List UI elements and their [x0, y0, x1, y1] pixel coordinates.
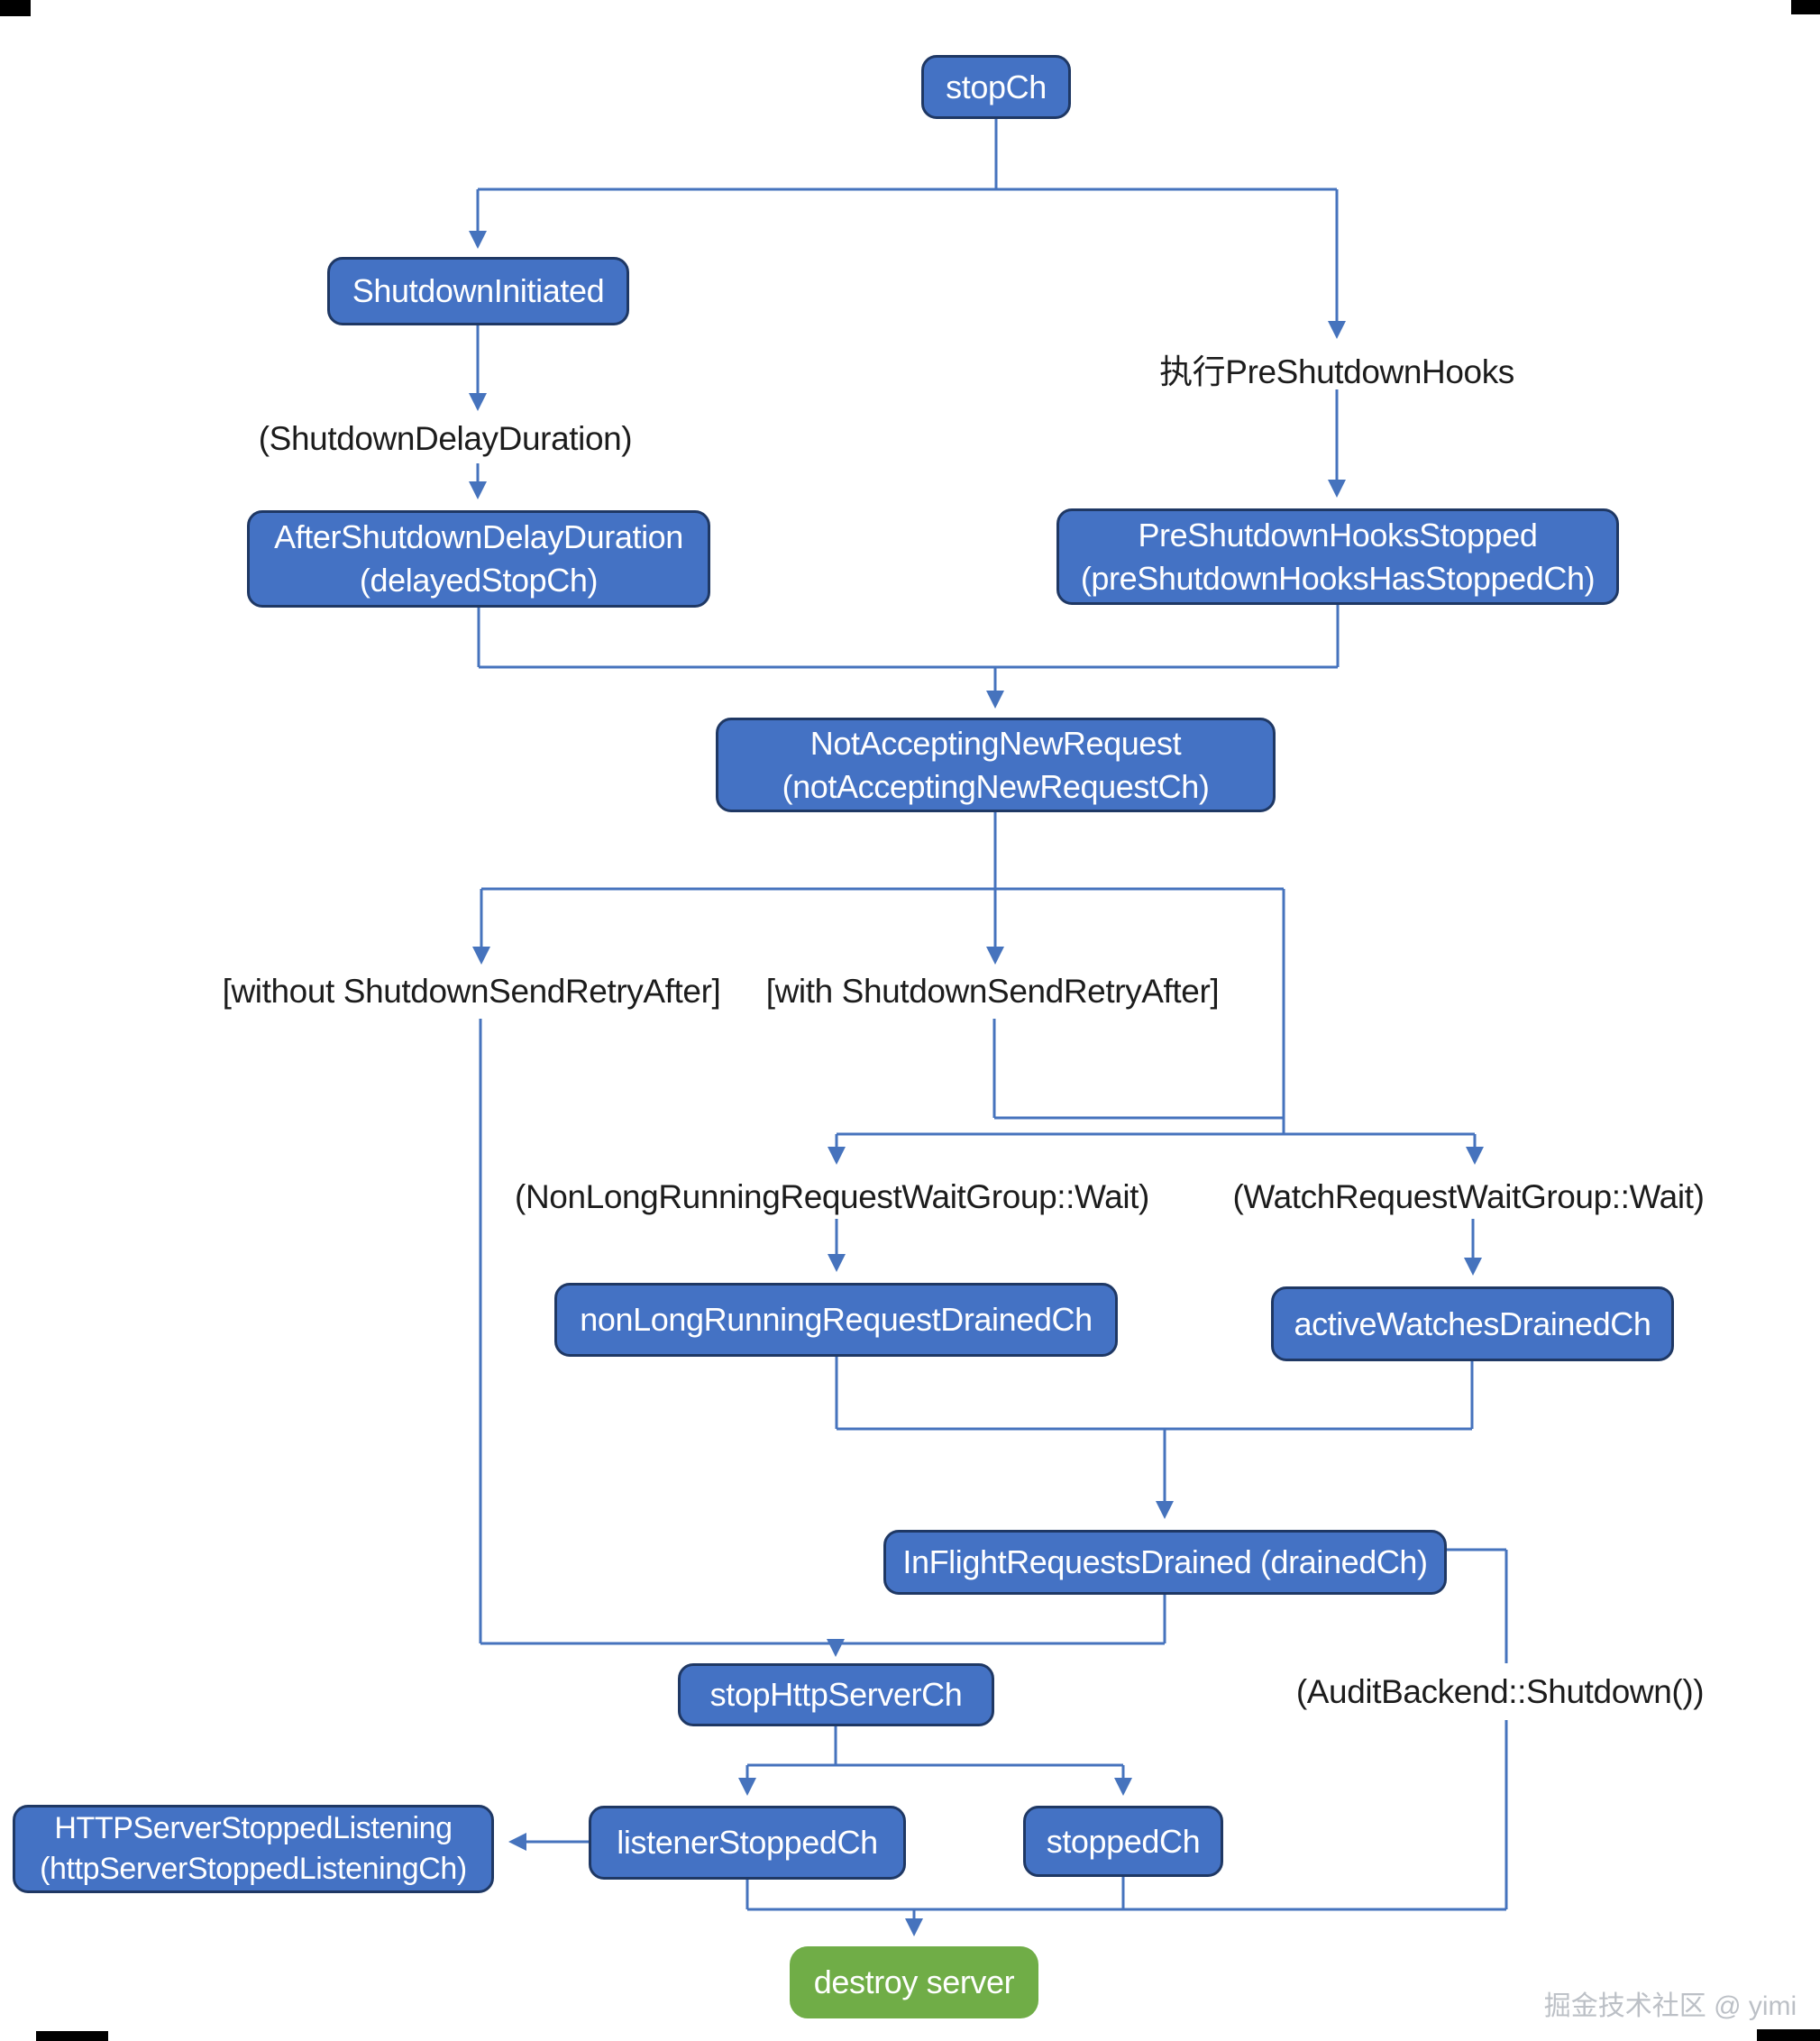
- node-label: destroy server: [813, 1963, 1015, 2001]
- node-label-line1: AfterShutdownDelayDuration: [274, 518, 683, 556]
- node-active-watches-drained-ch: activeWatchesDrainedCh: [1271, 1286, 1674, 1361]
- annotation-without-retry-after: [without ShutdownSendRetryAfter]: [222, 973, 721, 1010]
- node-http-server-stopped-listening: HTTPServerStoppedListening (httpServerSt…: [13, 1805, 494, 1893]
- node-label: nonLongRunningRequestDrainedCh: [580, 1301, 1093, 1339]
- node-non-long-running-request-drained-ch: nonLongRunningRequestDrainedCh: [554, 1283, 1118, 1357]
- node-label-line1: PreShutdownHooksStopped: [1138, 516, 1538, 554]
- node-label: ShutdownInitiated: [352, 272, 605, 310]
- watermark: 掘金技术社区 @ yimi: [1543, 1991, 1797, 2021]
- node-shutdown-initiated: ShutdownInitiated: [327, 257, 629, 325]
- node-stopped-ch: stoppedCh: [1023, 1806, 1223, 1877]
- node-not-accepting-new-request: NotAcceptingNewRequest (notAcceptingNewR…: [716, 718, 1276, 812]
- node-label: InFlightRequestsDrained (drainedCh): [902, 1543, 1428, 1581]
- annotation-shutdown-delay-duration: (ShutdownDelayDuration): [258, 420, 633, 457]
- corner-mark-top-left: [0, 0, 31, 16]
- node-stop-ch: stopCh: [921, 55, 1071, 119]
- annotation-audit-backend-shutdown: (AuditBackend::Shutdown()): [1295, 1673, 1705, 1710]
- node-label: stoppedCh: [1046, 1822, 1201, 1860]
- corner-mark-top-right: [1791, 0, 1820, 14]
- annotation-watch-wait: (WatchRequestWaitGroup::Wait): [1232, 1178, 1705, 1215]
- node-label-line2: (delayedStopCh): [359, 562, 599, 599]
- corner-mark-bottom-left: [36, 2031, 108, 2041]
- annotation-with-retry-after: [with ShutdownSendRetryAfter]: [765, 973, 1220, 1010]
- annotation-non-long-running-wait: (NonLongRunningRequestWaitGroup::Wait): [515, 1178, 1149, 1215]
- node-after-shutdown-delay-duration: AfterShutdownDelayDuration (delayedStopC…: [247, 510, 710, 608]
- node-listener-stopped-ch: listenerStoppedCh: [589, 1806, 906, 1880]
- node-label: stopCh: [946, 68, 1047, 105]
- node-label-line1: NotAcceptingNewRequest: [809, 724, 1182, 762]
- node-in-flight-requests-drained: InFlightRequestsDrained (drainedCh): [883, 1530, 1447, 1595]
- node-label: stopHttpServerCh: [709, 1676, 963, 1714]
- annotation-execute-pre-shutdown-hooks: 执行PreShutdownHooks: [1159, 353, 1514, 390]
- node-label-line2: (preShutdownHooksHasStoppedCh): [1080, 559, 1596, 597]
- node-label: activeWatchesDrainedCh: [1294, 1304, 1651, 1342]
- node-pre-shutdown-hooks-stopped: PreShutdownHooksStopped (preShutdownHook…: [1056, 508, 1619, 605]
- node-stop-http-server-ch: stopHttpServerCh: [678, 1663, 994, 1726]
- node-label-line2: (notAcceptingNewRequestCh): [782, 767, 1210, 805]
- node-label: listenerStoppedCh: [617, 1824, 878, 1862]
- corner-mark-bottom-right: [1757, 2029, 1820, 2041]
- node-label-line2: (httpServerStoppedListeningCh): [40, 1852, 467, 1886]
- node-label-line1: HTTPServerStoppedListening: [54, 1811, 453, 1846]
- node-destroy-server: destroy server: [790, 1946, 1038, 2018]
